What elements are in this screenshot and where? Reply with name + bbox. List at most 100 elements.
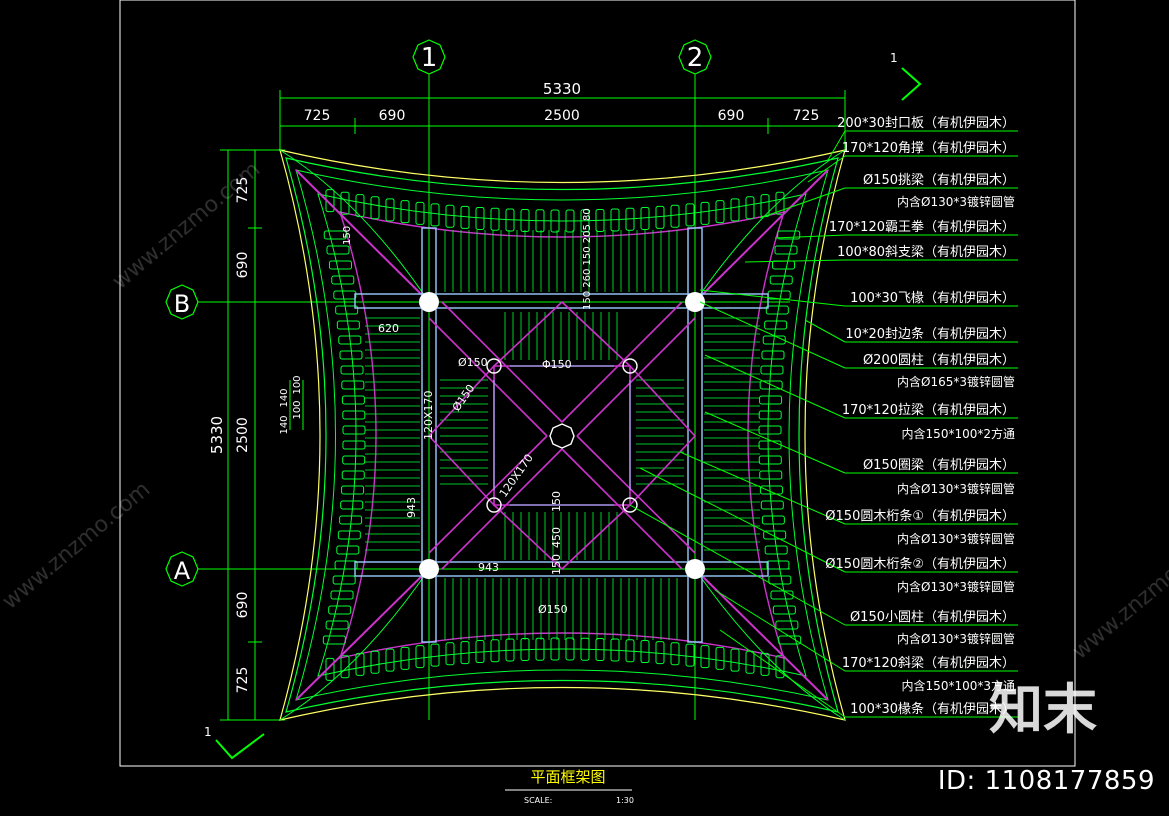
label-620: 620 [378, 322, 399, 335]
rafter-tile [342, 440, 366, 450]
label-943-h: 943 [478, 561, 499, 574]
annotations: 200*30封口板（有机伊园木）170*120角撑（有机伊园木）Ø150挑梁（有… [825, 116, 1015, 717]
rafter-tile [445, 642, 455, 666]
dim-top-seg-5: 725 [793, 108, 820, 124]
annotation-main: 100*80斜支梁（有机伊园木） [837, 245, 1015, 260]
rafter-tile [415, 645, 425, 669]
scale-label: SCALE: [524, 796, 552, 805]
rafter-tile [338, 335, 362, 345]
label-120x170-b: 120X170 [497, 452, 536, 500]
dim-top-seg-1: 725 [304, 108, 331, 124]
rafter-tile [772, 260, 796, 270]
annotation-main: Ø150圆木桁条①（有机伊园木） [825, 508, 1015, 524]
rafter-tile [337, 530, 361, 540]
rafter-tile [460, 205, 470, 229]
dim-left-seg-2: 690 [235, 252, 251, 279]
axis-1-label: 1 [421, 43, 438, 73]
rafter-tile [328, 605, 352, 615]
section-mark-bottom: 1 [204, 725, 265, 760]
label-150-top: 150 [342, 226, 353, 245]
rafter-tile [730, 198, 740, 222]
column-1A [419, 559, 439, 579]
rafter-tile [340, 500, 364, 510]
rafter-tile [655, 205, 665, 229]
small-column-3 [486, 497, 502, 513]
left-dimensions [220, 149, 304, 721]
rafter-tile [550, 209, 560, 233]
rafter-tile [340, 655, 350, 679]
rafter-tile [445, 204, 455, 228]
rafter-tile [430, 203, 440, 227]
rafter-tile [766, 560, 790, 570]
rafter-tile [700, 201, 710, 225]
small-column-4 [622, 497, 638, 513]
label-120x170-a: 120X170 [422, 390, 435, 440]
rafter-tile [475, 640, 485, 664]
dim-left-seg-3: 2500 [235, 417, 251, 453]
rafter-tile [758, 440, 782, 450]
watermark-site-2: www.znzmo.com [0, 477, 155, 615]
rafter-tile [764, 545, 788, 555]
rafter-tile [475, 206, 485, 230]
label-150-v: 150 [550, 491, 563, 512]
rafter-tile [330, 590, 354, 600]
rafter-tile [335, 305, 359, 315]
rafter-tile [328, 260, 352, 270]
rafter-tile [370, 650, 380, 674]
drawing-title: 平面框架图 [530, 768, 605, 786]
label-450: 450 [550, 527, 563, 548]
rafter-tile [355, 194, 365, 218]
rafter-tile [685, 203, 695, 227]
annotation-sub: 内含Ø130*3镀锌圆管 [897, 631, 1015, 646]
axis-A-label: A [174, 557, 191, 585]
annotation-sub: 内含150*100*3方通 [902, 678, 1015, 693]
top-segment-labels: 725 690 2500 690 725 [304, 108, 820, 124]
axis-2-label: 2 [687, 43, 704, 73]
scale-value: 1:30 [616, 796, 634, 805]
rafter-tile [758, 455, 782, 465]
dim-small-1: 140 [279, 415, 290, 434]
rafter-tile [460, 641, 470, 665]
dim-left-seg-5: 725 [235, 667, 251, 694]
rafter-tile [625, 207, 635, 231]
column-2B [685, 292, 705, 312]
annotation-main: Ø150圈梁（有机伊园木） [863, 458, 1015, 473]
rafter-tile [505, 208, 515, 232]
ring-beam-1 [421, 227, 437, 643]
rafter-tile [333, 290, 357, 300]
annotation-sub: 内含150*100*2方通 [902, 426, 1015, 441]
rafter-tile [764, 320, 788, 330]
annotation-sub: 内含Ø130*3镀锌圆管 [897, 531, 1015, 546]
rafter-tile [385, 198, 395, 222]
rafter-tile [341, 470, 365, 480]
rafter-tile [759, 485, 783, 495]
column-2A [685, 559, 705, 579]
rafter-tile [625, 639, 635, 663]
dim-top-seg-3: 2500 [544, 108, 580, 124]
annotation-main: 100*30飞椽（有机伊园木） [850, 291, 1015, 306]
rafter-tile [323, 230, 347, 240]
rafter-tile [670, 642, 680, 666]
ring-beam-B [354, 293, 769, 309]
dim-small-2: 140 [279, 388, 290, 407]
rafter-tile [325, 620, 349, 630]
dim-overall-left: 5330 [208, 416, 226, 454]
label-d150-a: Ø150 [458, 356, 488, 369]
rafter-tile [758, 410, 782, 420]
rafter-tile [760, 652, 770, 676]
rafter-tile [339, 350, 363, 360]
annotation-main: Ø150小圆柱（有机伊园木） [850, 610, 1015, 625]
rafter-tile [342, 455, 366, 465]
label-d150-c: Φ150 [542, 358, 572, 371]
dim-overall-top: 5330 [543, 80, 581, 98]
dim-small-3: 100 [292, 400, 303, 419]
dim-top-seg-2: 690 [379, 108, 406, 124]
rafter-tile [774, 245, 798, 255]
brand-watermark: 知末 [989, 678, 1097, 741]
rafter-tile [340, 191, 350, 215]
rafter-hatch [365, 230, 760, 640]
rafter-tile [355, 652, 365, 676]
rafter-tile [761, 515, 785, 525]
label-943-v: 943 [405, 497, 418, 518]
rafter-tile [535, 637, 545, 661]
